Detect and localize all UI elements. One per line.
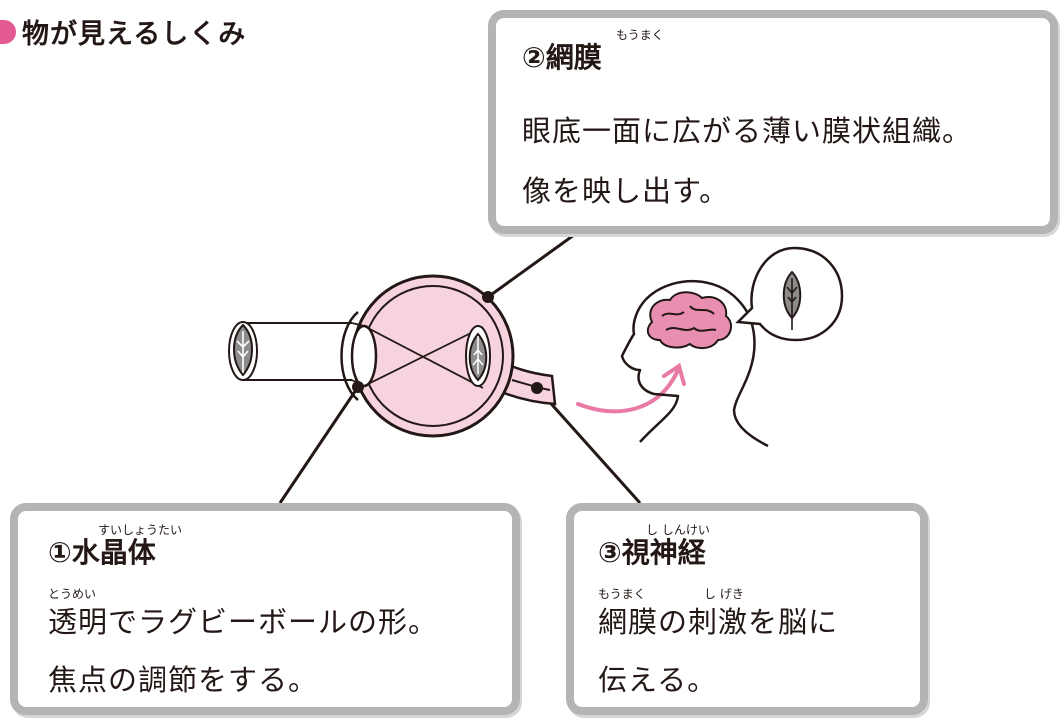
lens-marker-dot <box>352 381 364 393</box>
retina-ruby: もうまく <box>616 28 664 42</box>
lens-shape <box>350 324 378 388</box>
nerve-line-1: 網膜の刺激を脳に <box>598 605 839 639</box>
brain-icon <box>646 291 733 350</box>
lens-line-1: 透明でラグビーボールの形。 <box>48 605 439 639</box>
nerve-title: ③視神経 <box>598 536 706 569</box>
nerve-callout: し しんけい ③視神経 もうまく し げき 網膜の刺激を脳に 伝える。 <box>566 503 928 715</box>
curved-arrow-icon <box>576 362 686 414</box>
lens-leader-line <box>278 386 360 504</box>
nerve-line-2: 伝える。 <box>598 663 718 697</box>
lens-ruby: すいしょうたい <box>98 523 183 537</box>
inverted-leaf-icon <box>468 332 488 382</box>
lens-title: ①水晶体 <box>48 536 156 569</box>
lens-callout: すいしょうたい ①水晶体 とうめい 透明でラグビーボールの形。 焦点の調節をする… <box>10 503 520 715</box>
heading-accent-dot <box>0 19 16 44</box>
nerve-leader-line <box>535 386 642 505</box>
cornea-shape <box>340 311 359 401</box>
thought-leaf-icon <box>782 270 802 330</box>
head-silhouette-icon <box>620 279 769 448</box>
retina-line-1: 眼底一面に広がる薄い膜状組織。 <box>522 114 973 148</box>
retina-title: ②網膜 <box>522 41 602 74</box>
retina-marker-dot <box>482 291 494 303</box>
heading-title: 物が見えるしくみ <box>22 19 247 50</box>
nerve-ruby: し しんけい <box>646 523 710 537</box>
lens-line-2: 焦点の調節をする。 <box>48 663 319 697</box>
lens-line-ruby: とうめい <box>48 587 97 601</box>
leaf-icon <box>233 323 253 377</box>
nerve-marker-dot <box>531 382 543 394</box>
diagram-heading: 物が見えるしくみ <box>0 12 246 51</box>
retina-leader-line <box>487 220 593 299</box>
retina-line-2: 像を映し出す。 <box>522 174 730 208</box>
nerve-line-ruby-2: し げき <box>704 587 744 601</box>
retina-callout: もうまく ②網膜 眼底一面に広がる薄い膜状組織。 像を映し出す。 <box>488 10 1058 234</box>
nerve-line-ruby-1: もうまく <box>598 587 646 601</box>
